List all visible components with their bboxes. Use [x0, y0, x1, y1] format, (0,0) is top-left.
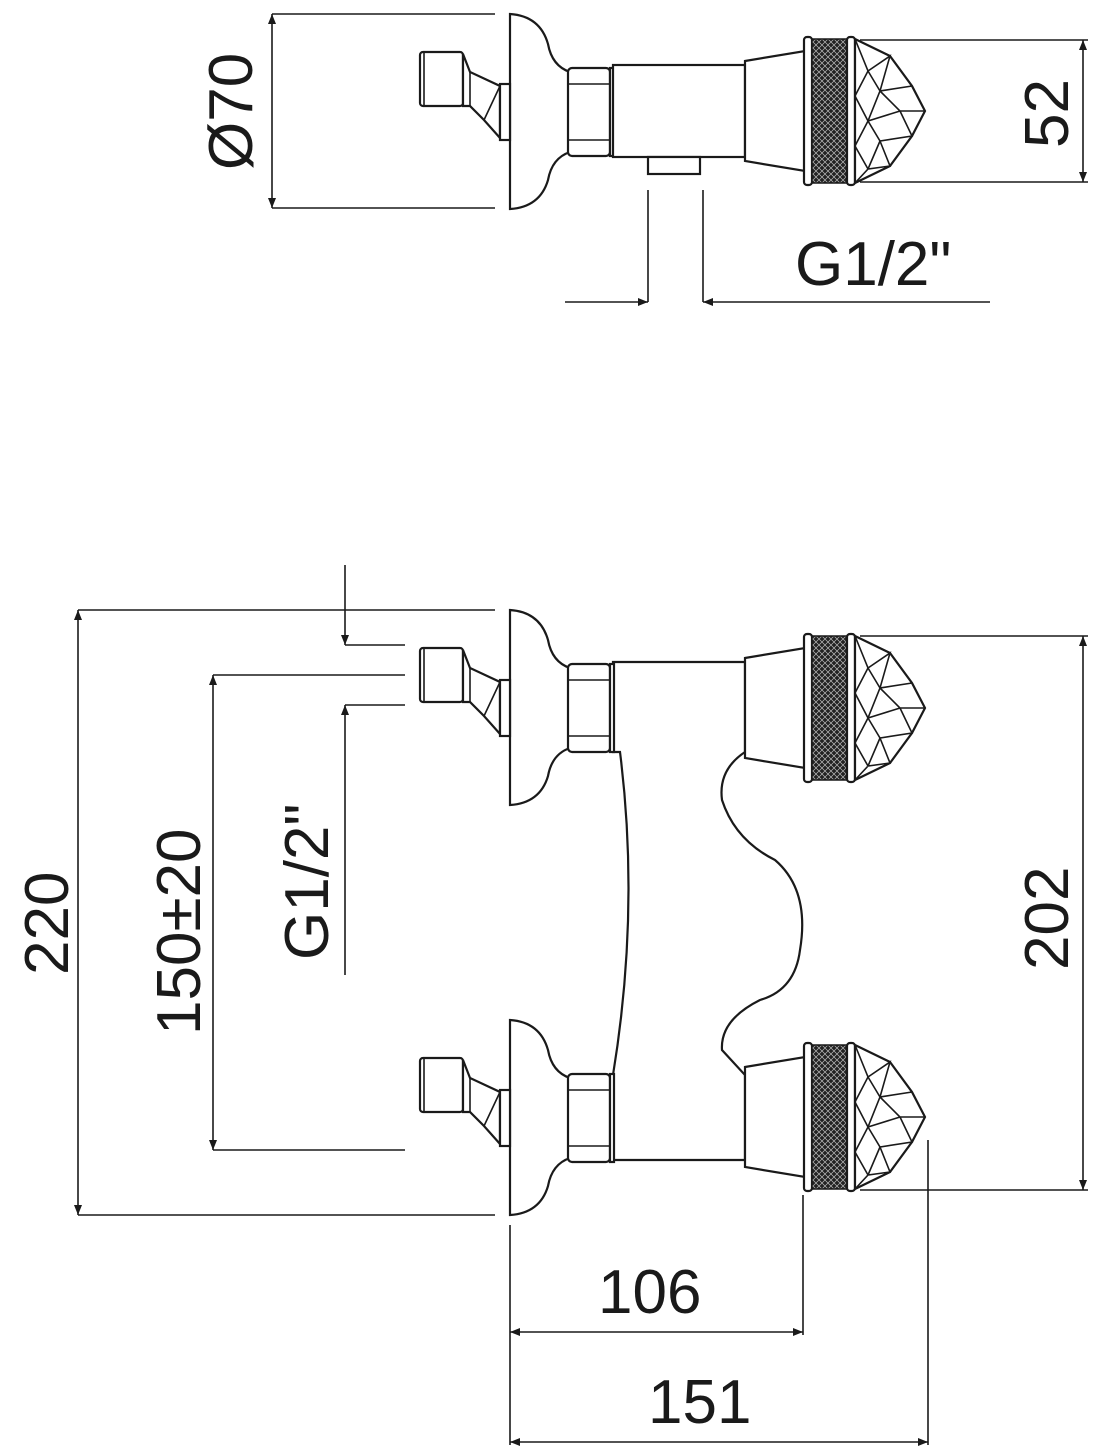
dim-flange-diameter: Ø70 — [197, 53, 266, 170]
plan-view: Ø70 52 G1/2" — [197, 12, 1088, 306]
dim-inlet-spacing: 150±20 — [145, 829, 214, 1035]
dim-overall-height: 220 — [13, 872, 82, 975]
dim-knob-diameter: 52 — [1013, 79, 1082, 148]
front-view: 220 150±20 G1/2" 202 106 151 — [13, 565, 1088, 1446]
dim-depth-to-knob: 106 — [598, 1258, 701, 1327]
dim-outlet-thread: G1/2" — [795, 230, 951, 299]
dim-overall-depth: 151 — [648, 1368, 751, 1437]
dim-inlet-thread: G1/2" — [273, 804, 342, 960]
dim-knob-spacing: 202 — [1013, 867, 1082, 970]
